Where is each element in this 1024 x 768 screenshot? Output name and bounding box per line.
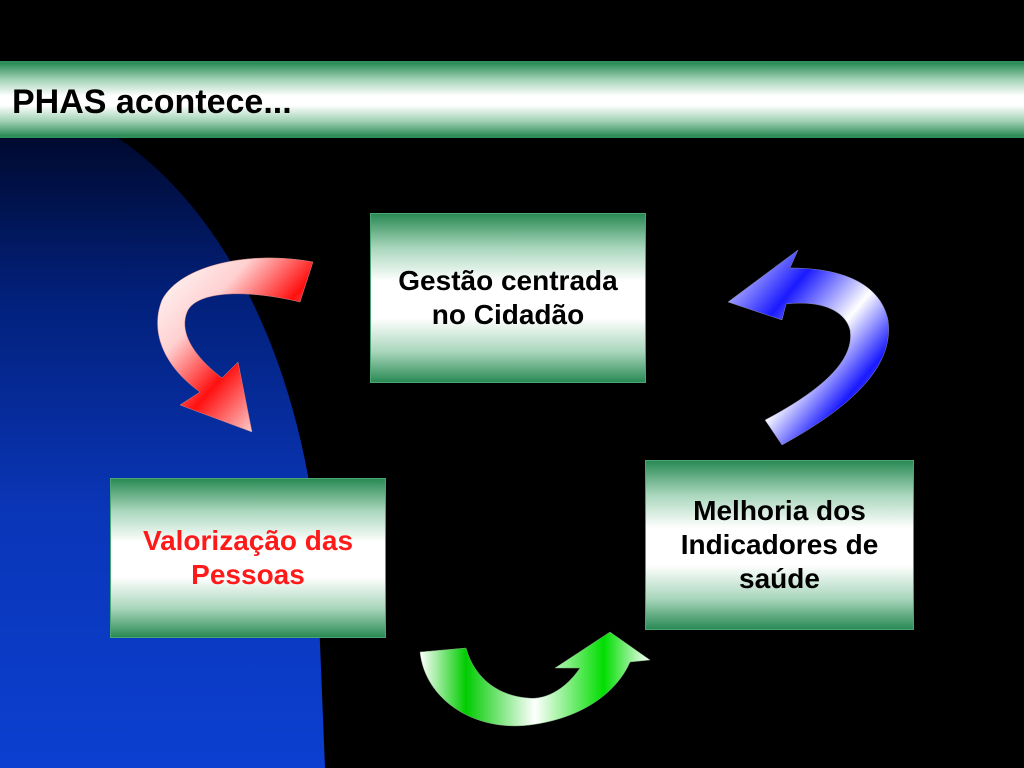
green-curved-arrow-icon (419, 631, 651, 727)
box-gestao-line2: no Cidadão (431, 299, 585, 330)
box-melhoria-line2: Indicadores de (680, 529, 879, 560)
blue-curved-arrow-icon (727, 249, 889, 446)
page-title: PHAS acontece... (12, 83, 292, 121)
box-gestao-line1: Gestão centrada (398, 265, 618, 296)
box-valorizacao-line2: Pessoas (191, 559, 305, 590)
box-gestao-centrada-cidadao: Gestão centrada no Cidadão (370, 213, 646, 383)
box-melhoria-line1: Melhoria dos (693, 495, 866, 526)
box-valorizacao-line1: Valorização das (142, 525, 354, 556)
box-melhoria-indicadores: Melhoria dos Indicadores de saúde (645, 460, 914, 630)
title-bar: PHAS acontece... (0, 61, 1024, 138)
box-melhoria-line3: saúde (739, 563, 820, 594)
red-curved-arrow-icon (157, 257, 314, 433)
box-valorizacao-pessoas: Valorização das Pessoas (110, 478, 386, 638)
